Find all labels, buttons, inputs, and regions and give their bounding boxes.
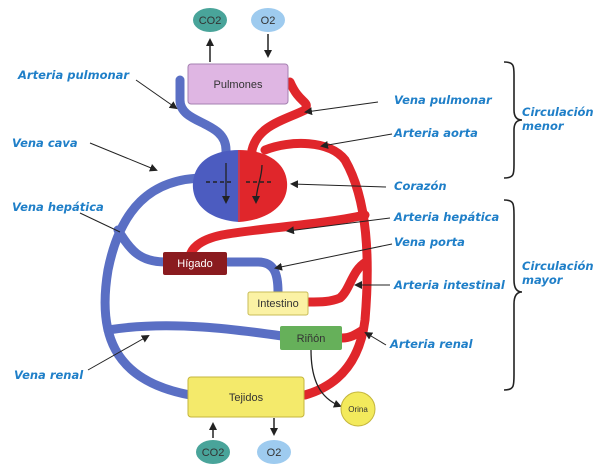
top-o2-label: O2 (261, 15, 276, 27)
minor-circulation-line2: menor (522, 119, 565, 133)
heart-leader (290, 180, 387, 189)
heart-right-side (192, 150, 239, 222)
portal-vein-text: Vena porta (394, 235, 465, 249)
portal-vein-leader (274, 243, 393, 271)
major-circulation-line2: mayor (522, 273, 564, 287)
bottom-co2-circle (196, 440, 230, 464)
pulmonary-artery-text: Arteria pulmonar (17, 68, 130, 82)
venous-vessels (100, 75, 287, 400)
text-labels: Arteria pulmonar Vena cava Vena hepática… (12, 68, 594, 382)
tissues-label: Tejidos (229, 392, 264, 404)
vena-cava-vessel (100, 173, 210, 400)
renal-artery-leader (364, 331, 387, 346)
aorta-leader (320, 133, 393, 149)
hepatic-vein-vessel (113, 225, 170, 267)
heart-flow-arrow-left (252, 164, 263, 204)
lungs-label: Pulmones (214, 79, 263, 91)
hepatic-artery-text: Arteria hepática (393, 210, 499, 224)
vena-cava-text: Vena cava (12, 136, 78, 150)
pulmonary-artery-vessel (175, 75, 231, 215)
top-co2-circle (193, 8, 227, 32)
liver-box (163, 252, 227, 275)
urine-label: Orina (348, 405, 368, 414)
intestinal-artery-text: Arteria intestinal (393, 278, 506, 292)
intestine-box (247, 291, 309, 316)
major-circulation-line1: Circulación (522, 259, 594, 273)
gas-exchange: CO2 O2 CO2 O2 (193, 8, 291, 464)
braces (503, 61, 523, 391)
pulmonary-vein-text: Vena pulmonar (394, 93, 493, 107)
pulmonary-artery-leader (135, 79, 178, 110)
intestinal-artery-vessel (303, 257, 371, 307)
renal-vein-leader (87, 335, 150, 371)
heart-left-side (239, 150, 288, 222)
renal-artery-text: Arteria renal (389, 337, 474, 351)
hepatic-vein-text: Vena hepática (12, 200, 104, 214)
urine-flow-arrow (310, 349, 342, 408)
urine-circle (340, 391, 376, 427)
heart (192, 150, 288, 222)
portal-vein-vessel (223, 257, 283, 297)
kidney-label: Riñón (297, 333, 326, 345)
tissues-box (187, 376, 305, 418)
organ-boxes: Pulmones Hígado Intestino Riñón Tejidos (163, 63, 342, 418)
top-co2-label: CO2 (199, 15, 222, 27)
hepatic-artery-vessel (185, 210, 370, 263)
hepatic-vein-leader (79, 212, 121, 233)
minor-circulation-line1: Circulación (522, 105, 594, 119)
liver-label: Hígado (177, 258, 212, 270)
renal-vein-text: Vena renal (14, 368, 84, 382)
heart-text: Corazón (394, 179, 447, 193)
vena-cava-leader (89, 142, 158, 172)
pulmonary-vein-leader (304, 101, 379, 116)
major-circulation-brace (503, 199, 523, 391)
aorta-vessel (260, 138, 372, 400)
lungs-box (187, 63, 289, 105)
renal-artery-vessel (337, 325, 368, 343)
leader-lines (79, 79, 393, 371)
intestine-label: Intestino (257, 298, 299, 310)
hepatic-artery-leader (286, 217, 391, 235)
kidney-box (280, 326, 342, 350)
renal-vein-vessel (103, 321, 287, 341)
bottom-o2-label: O2 (267, 447, 282, 459)
bottom-o2-circle (257, 440, 291, 464)
minor-circulation-brace (503, 61, 523, 179)
top-o2-circle (251, 8, 285, 32)
bottom-co2-label: CO2 (202, 447, 225, 459)
arterial-vessels (185, 77, 372, 400)
aorta-text: Arteria aorta (393, 126, 478, 140)
